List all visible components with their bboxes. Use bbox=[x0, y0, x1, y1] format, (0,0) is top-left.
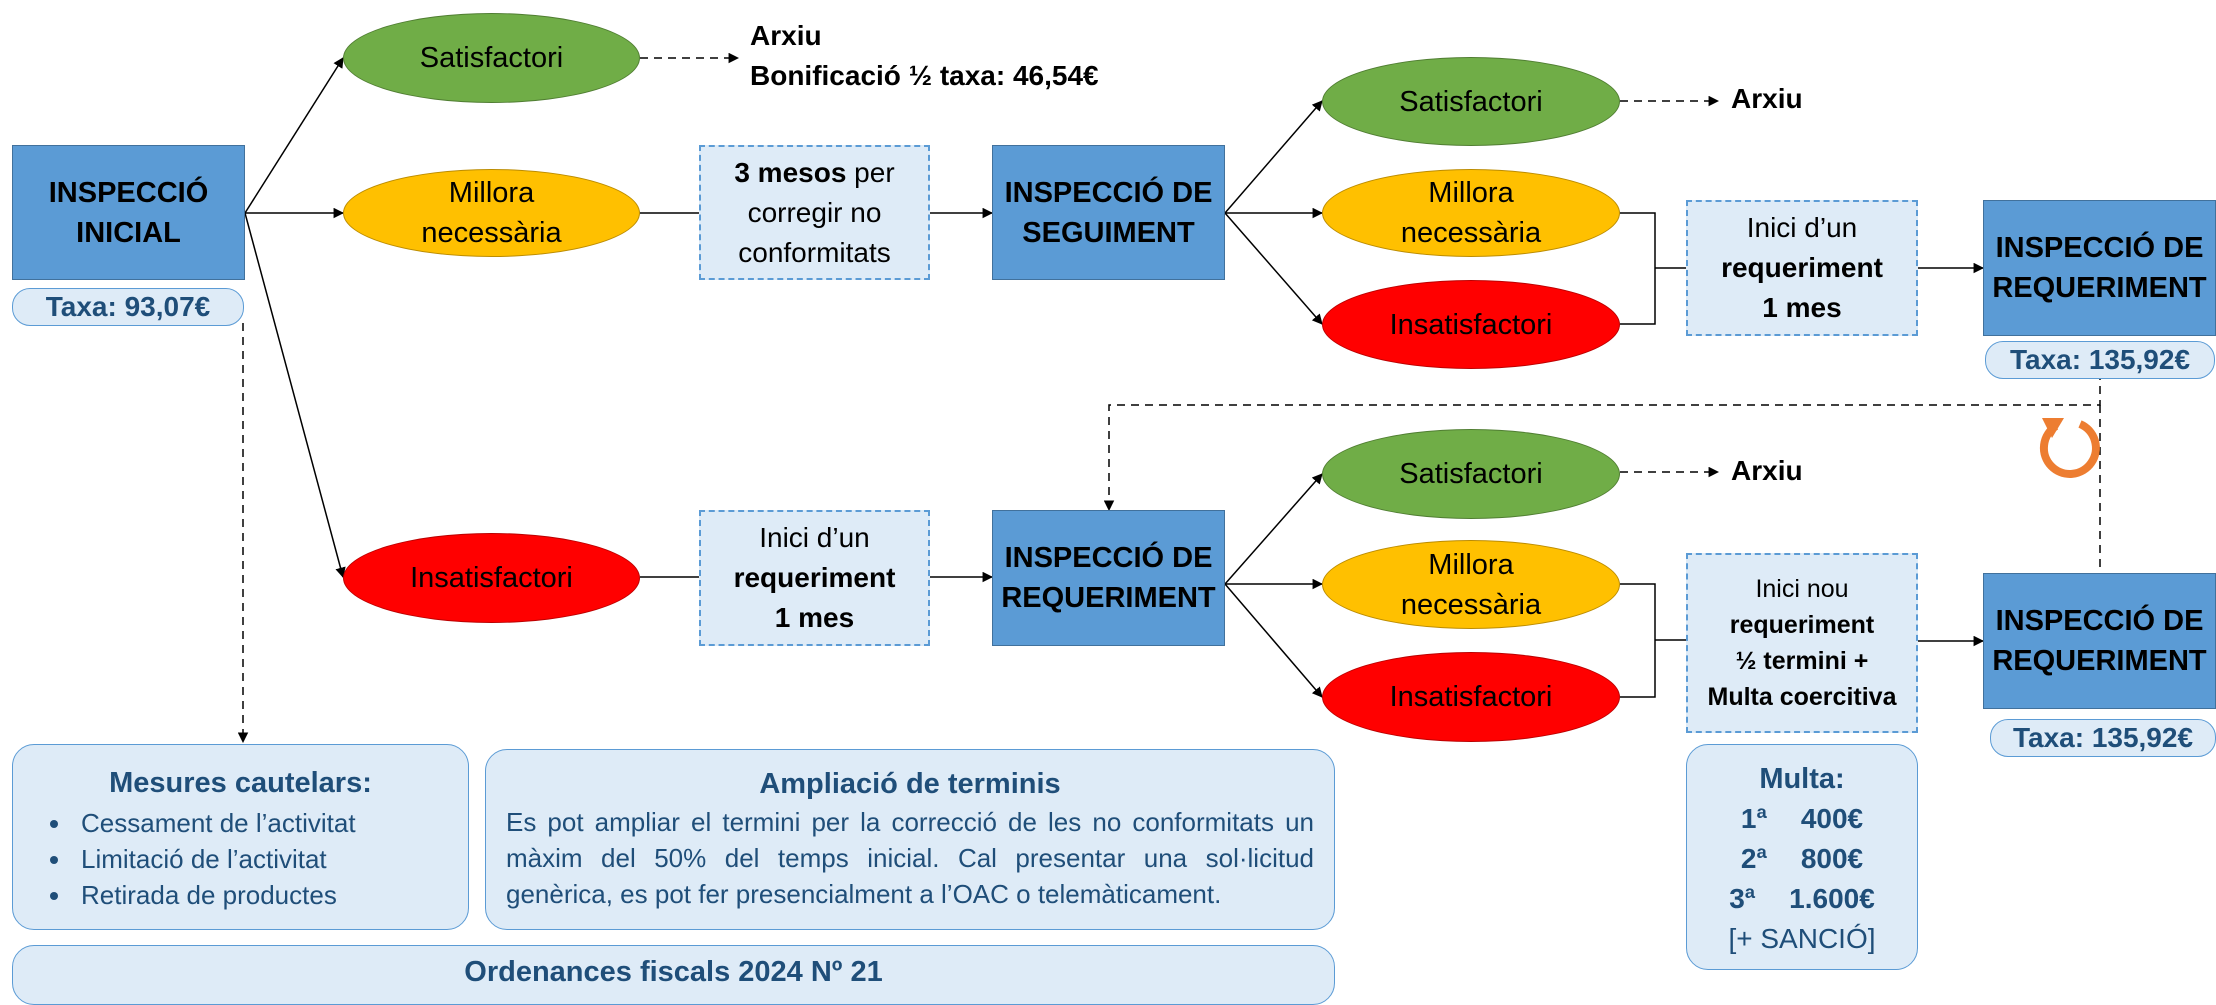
requirement-fee-badge-top: Taxa: 135,92€ bbox=[1985, 341, 2215, 379]
bottom-improvement-line2: necessària bbox=[1400, 588, 1542, 621]
followup-improvement-ellipse: Millora necessària bbox=[1322, 169, 1620, 257]
bottom-archive-label: Arxiu bbox=[1731, 455, 1803, 486]
fine-row: 3ª 1.600€ bbox=[1687, 879, 1917, 919]
bottom-requirement-line1: Inici d’un bbox=[759, 522, 870, 553]
followup-archive-label: Arxiu bbox=[1731, 83, 1803, 114]
fine-row-amount: 1.600€ bbox=[1789, 883, 1875, 914]
requirement-inspection-top-line1: INSPECCIÓ DE bbox=[1995, 232, 2204, 264]
new-requirement-line3: ½ termini + bbox=[1735, 647, 1869, 675]
requirement-inspection-middle-line2: REQUERIMENT bbox=[1001, 582, 1216, 614]
followup-requirement-line3: 1 mes bbox=[1762, 292, 1842, 323]
precautions-list: Cessament de l’activitat Limitació de l’… bbox=[13, 805, 468, 913]
top-improvement-ellipse: Millora necessària bbox=[343, 169, 640, 257]
precautions-item: Cessament de l’activitat bbox=[73, 805, 468, 841]
followup-requirement-line2: requeriment bbox=[1721, 252, 1883, 283]
new-requirement-box: Inici nou requeriment ½ termini + Multa … bbox=[1686, 553, 1918, 733]
bottom-requirement-line2: requeriment bbox=[733, 562, 896, 593]
new-requirement-line1: Inici nou bbox=[1755, 575, 1849, 603]
precautions-panel: Mesures cautelars: Cessament de l’activi… bbox=[12, 744, 469, 930]
precautions-item: Limitació de l’activitat bbox=[73, 841, 468, 877]
initial-inspection-line2: INICIAL bbox=[76, 216, 181, 249]
bottom-improvement-ellipse: Millora necessària bbox=[1322, 540, 1620, 629]
followup-unsatisfactory-ellipse: Insatisfactori bbox=[1322, 280, 1620, 369]
bottom-unsatisfactory-ellipse: Insatisfactori bbox=[1322, 652, 1620, 742]
fine-row-ordinal: 1ª bbox=[1740, 803, 1767, 834]
followup-inspection-line1: INSPECCIÓ DE bbox=[1004, 176, 1213, 209]
footer-title: Ordenances fiscals 2024 Nº 21 bbox=[464, 956, 883, 988]
new-requirement-line4: Multa coercitiva bbox=[1707, 683, 1897, 711]
followup-requirement-box: Inici d’un requeriment 1 mes bbox=[1686, 200, 1918, 336]
requirement-fee-badge-bottom: Taxa: 135,92€ bbox=[1990, 719, 2216, 757]
extension-text: Es pot ampliar el termini per la correcc… bbox=[506, 807, 1314, 909]
fine-row: 2ª 800€ bbox=[1687, 839, 1917, 879]
requirement-inspection-middle-line1: INSPECCIÓ DE bbox=[1004, 542, 1213, 574]
fine-note: [+ SANCIÓ] bbox=[1728, 923, 1876, 954]
top-bonus-label: Bonificació ½ taxa: 46,54€ bbox=[750, 60, 1099, 91]
connectors bbox=[237, 52, 2101, 744]
followup-improvement-line2: necessària bbox=[1400, 217, 1542, 249]
top-archive-label: Arxiu bbox=[750, 20, 822, 51]
refresh-icon bbox=[2039, 418, 2100, 478]
requirement-inspection-box-top: INSPECCIÓ DE REQUERIMENT bbox=[1983, 200, 2216, 336]
requirement-inspection-top-line2: REQUERIMENT bbox=[1992, 272, 2207, 304]
correction-period-rest: per bbox=[846, 156, 895, 188]
fine-title: Multa: bbox=[1759, 763, 1845, 795]
bottom-satisfactory-ellipse: Satisfactori bbox=[1322, 429, 1620, 519]
fine-panel: Multa: 1ª 400€ 2ª 800€ 3ª 1.600€ [+ SANC… bbox=[1686, 744, 1918, 970]
top-satisfactory-ellipse: Satisfactori bbox=[343, 13, 640, 103]
requirement-inspection-bottom-line1: INSPECCIÓ DE bbox=[1995, 605, 2204, 637]
fine-row-amount: 800€ bbox=[1800, 843, 1864, 874]
top-improvement-line1: Millora bbox=[448, 177, 535, 209]
followup-improvement-line1: Millora bbox=[1428, 177, 1514, 209]
fine-row-amount: 400€ bbox=[1800, 803, 1864, 834]
followup-satisfactory-ellipse: Satisfactori bbox=[1322, 57, 1620, 146]
followup-inspection-line2: SEGUIMENT bbox=[1022, 216, 1195, 249]
initial-unsatisfactory-ellipse: Insatisfactori bbox=[343, 533, 640, 623]
precautions-title: Mesures cautelars: bbox=[109, 767, 372, 799]
footer-panel: Ordenances fiscals 2024 Nº 21 bbox=[12, 945, 1335, 1005]
extension-panel: Ampliació de terminis Es pot ampliar el … bbox=[485, 749, 1335, 930]
initial-inspection-box: INSPECCIÓ INICIAL bbox=[12, 145, 245, 280]
bottom-requirement-line3: 1 mes bbox=[774, 602, 855, 633]
precautions-item: Retirada de productes bbox=[73, 877, 468, 913]
requirement-inspection-box-bottom: INSPECCIÓ DE REQUERIMENT bbox=[1983, 573, 2216, 709]
requirement-inspection-bottom-line2: REQUERIMENT bbox=[1992, 645, 2207, 677]
requirement-inspection-box-middle: INSPECCIÓ DE REQUERIMENT bbox=[992, 510, 1225, 646]
correction-period-bold: 3 mesos bbox=[734, 156, 847, 188]
fine-row-ordinal: 2ª bbox=[1740, 843, 1767, 874]
bottom-requirement-box: Inici d’un requeriment 1 mes bbox=[699, 510, 930, 646]
fine-row-ordinal: 3ª bbox=[1729, 883, 1756, 914]
followup-requirement-line1: Inici d’un bbox=[1746, 212, 1858, 243]
initial-inspection-line1: INSPECCIÓ bbox=[48, 176, 209, 209]
top-improvement-line2: necessària bbox=[421, 217, 562, 249]
correction-period-line3: conformitats bbox=[738, 236, 891, 268]
correction-period-line2: corregir no bbox=[747, 196, 882, 228]
initial-fee-badge: Taxa: 93,07€ bbox=[12, 288, 244, 326]
bottom-improvement-line1: Millora bbox=[1428, 548, 1514, 581]
followup-inspection-box: INSPECCIÓ DE SEGUIMENT bbox=[992, 145, 1225, 280]
extension-title: Ampliació de terminis bbox=[759, 768, 1061, 800]
correction-period-box: 3 mesos per corregir no conformitats bbox=[699, 145, 930, 280]
fine-row: 1ª 400€ bbox=[1687, 799, 1917, 839]
new-requirement-line2: requeriment bbox=[1729, 611, 1875, 639]
